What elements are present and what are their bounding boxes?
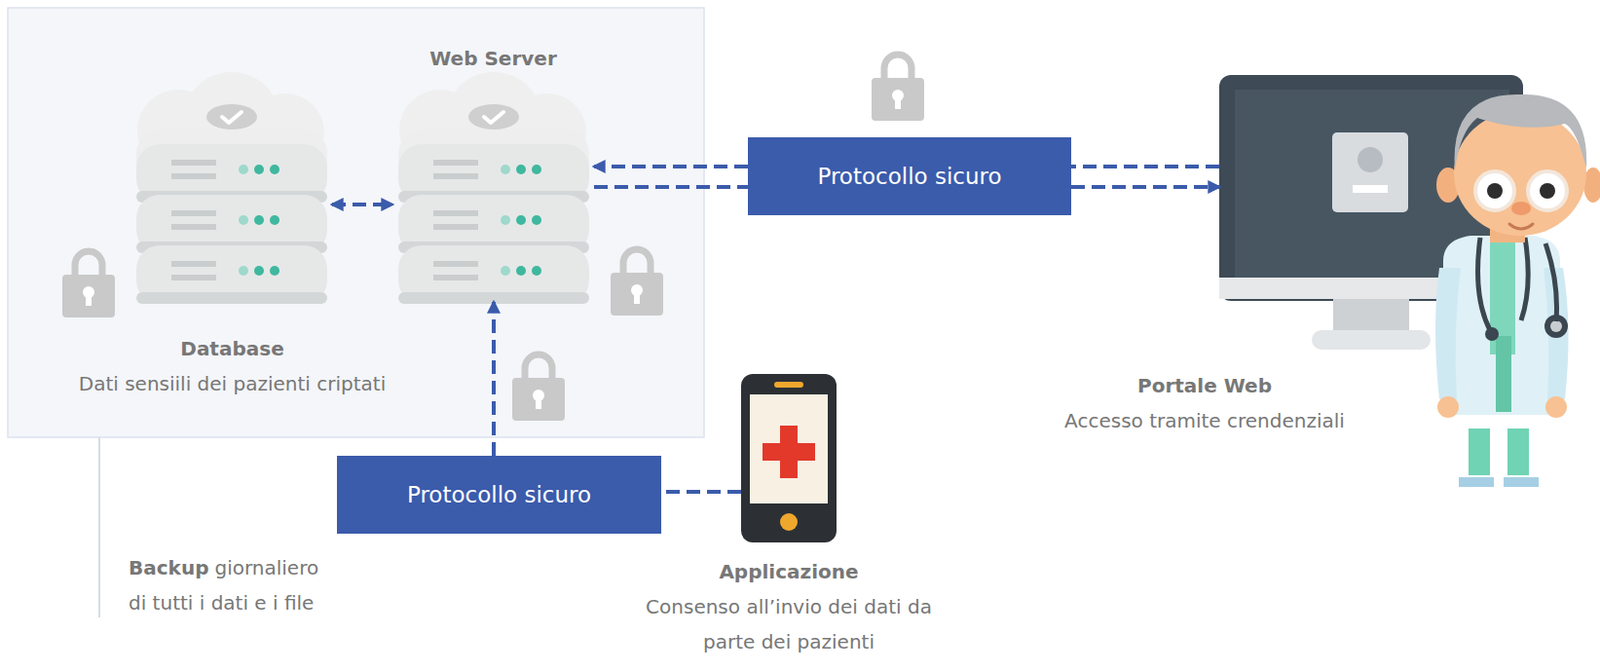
web-server: Web Server: [392, 97, 595, 302]
node-caption: ApplicazioneConsenso all’invio dei dati …: [635, 554, 943, 660]
dashed-connector: [594, 185, 748, 189]
node-heading: Applicazione: [718, 554, 858, 590]
node-heading: Web Server: [429, 40, 558, 76]
node-caption: DatabaseDati sensiili dei pazienti cript…: [78, 331, 386, 402]
protocol-box: Protocollo sicuro: [336, 455, 662, 534]
mobile-app: ApplicazioneConsenso all’invio dei dati …: [741, 373, 837, 543]
node-description: Dati sensiili dei pazienti criptati: [78, 366, 386, 402]
node-heading: Portale Web: [1137, 368, 1272, 404]
box-label: Protocollo sicuro: [395, 481, 603, 509]
node-description: Consenso all’invio dei dati da parte dei…: [635, 589, 943, 660]
dashed-connector: [1071, 164, 1220, 169]
node-description: Accesso tramite crendenziali: [1064, 403, 1345, 439]
dashed-connector: [661, 489, 742, 494]
protocol-box: Protocollo sicuro: [747, 137, 1072, 216]
dashed-connector: [1071, 185, 1220, 189]
backup-note: Backupgiornaliero di tutti i dati e i fi…: [128, 550, 338, 621]
backup-title: Backup: [128, 556, 209, 580]
database-server: DatabaseDati sensiili dei pazienti cript…: [132, 97, 333, 302]
node-caption: Web Server: [429, 40, 558, 76]
node-heading: Database: [180, 331, 284, 367]
node-caption: Portale WebAccesso tramite crendenziali: [1064, 368, 1345, 439]
dashed-connector: [594, 164, 748, 169]
dashed-connector: [332, 202, 393, 207]
box-label: Protocollo sicuro: [805, 162, 1013, 190]
dashed-connector: [491, 301, 496, 456]
web-portal: Portale WebAccesso tramite crendenziali: [1219, 74, 1524, 353]
